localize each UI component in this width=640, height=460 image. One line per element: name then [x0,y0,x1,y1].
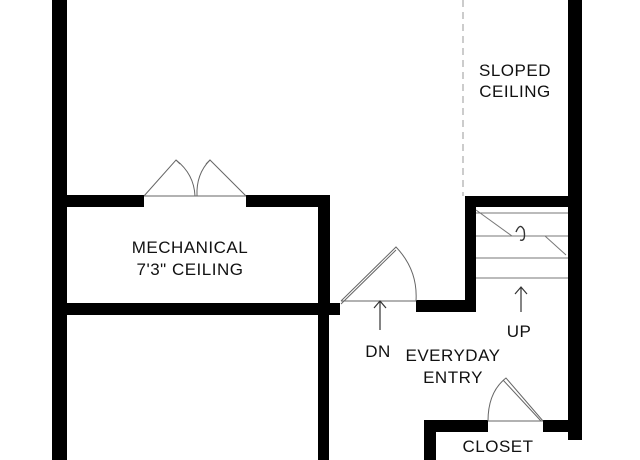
closet-label: CLOSET [462,437,533,456]
wall-closet-top-right [543,420,582,432]
down-arrow-icon [373,300,387,330]
wall-entry-bottom [416,300,476,312]
up-arrow-icon [514,286,528,312]
up-label: UP [507,322,532,341]
wall-right [568,0,582,440]
wall-stair-left [465,196,476,310]
wall-closet-left [424,420,436,460]
everyday-entry-label-line2: ENTRY [423,368,483,387]
mechanical-double-door [143,159,247,197]
closet-door [487,377,544,422]
wall-stair-top [465,196,582,207]
wall-mechanical-top-right [246,195,330,207]
stair-treads [475,209,568,279]
wall-left [52,0,67,460]
mechanical-label-line2: 7'3" CEILING [137,260,244,279]
everyday-entry-label-line1: EVERYDAY [405,346,500,365]
stair-handrail-squiggle [515,225,526,241]
wall-center-vertical [318,195,330,312]
wall-closet-top-left [424,420,488,432]
wall-lower-center [318,310,329,460]
sloped-ceiling-label-line1: SLOPED [479,61,551,80]
sloped-ceiling-label-line2: CEILING [479,82,551,101]
entry-door [340,246,417,305]
down-label: DN [365,342,391,361]
walls [52,0,582,460]
mechanical-label-line1: MECHANICAL [132,238,248,257]
wall-mechanical-top-left [52,195,144,207]
wall-mechanical-bottom [52,303,340,315]
